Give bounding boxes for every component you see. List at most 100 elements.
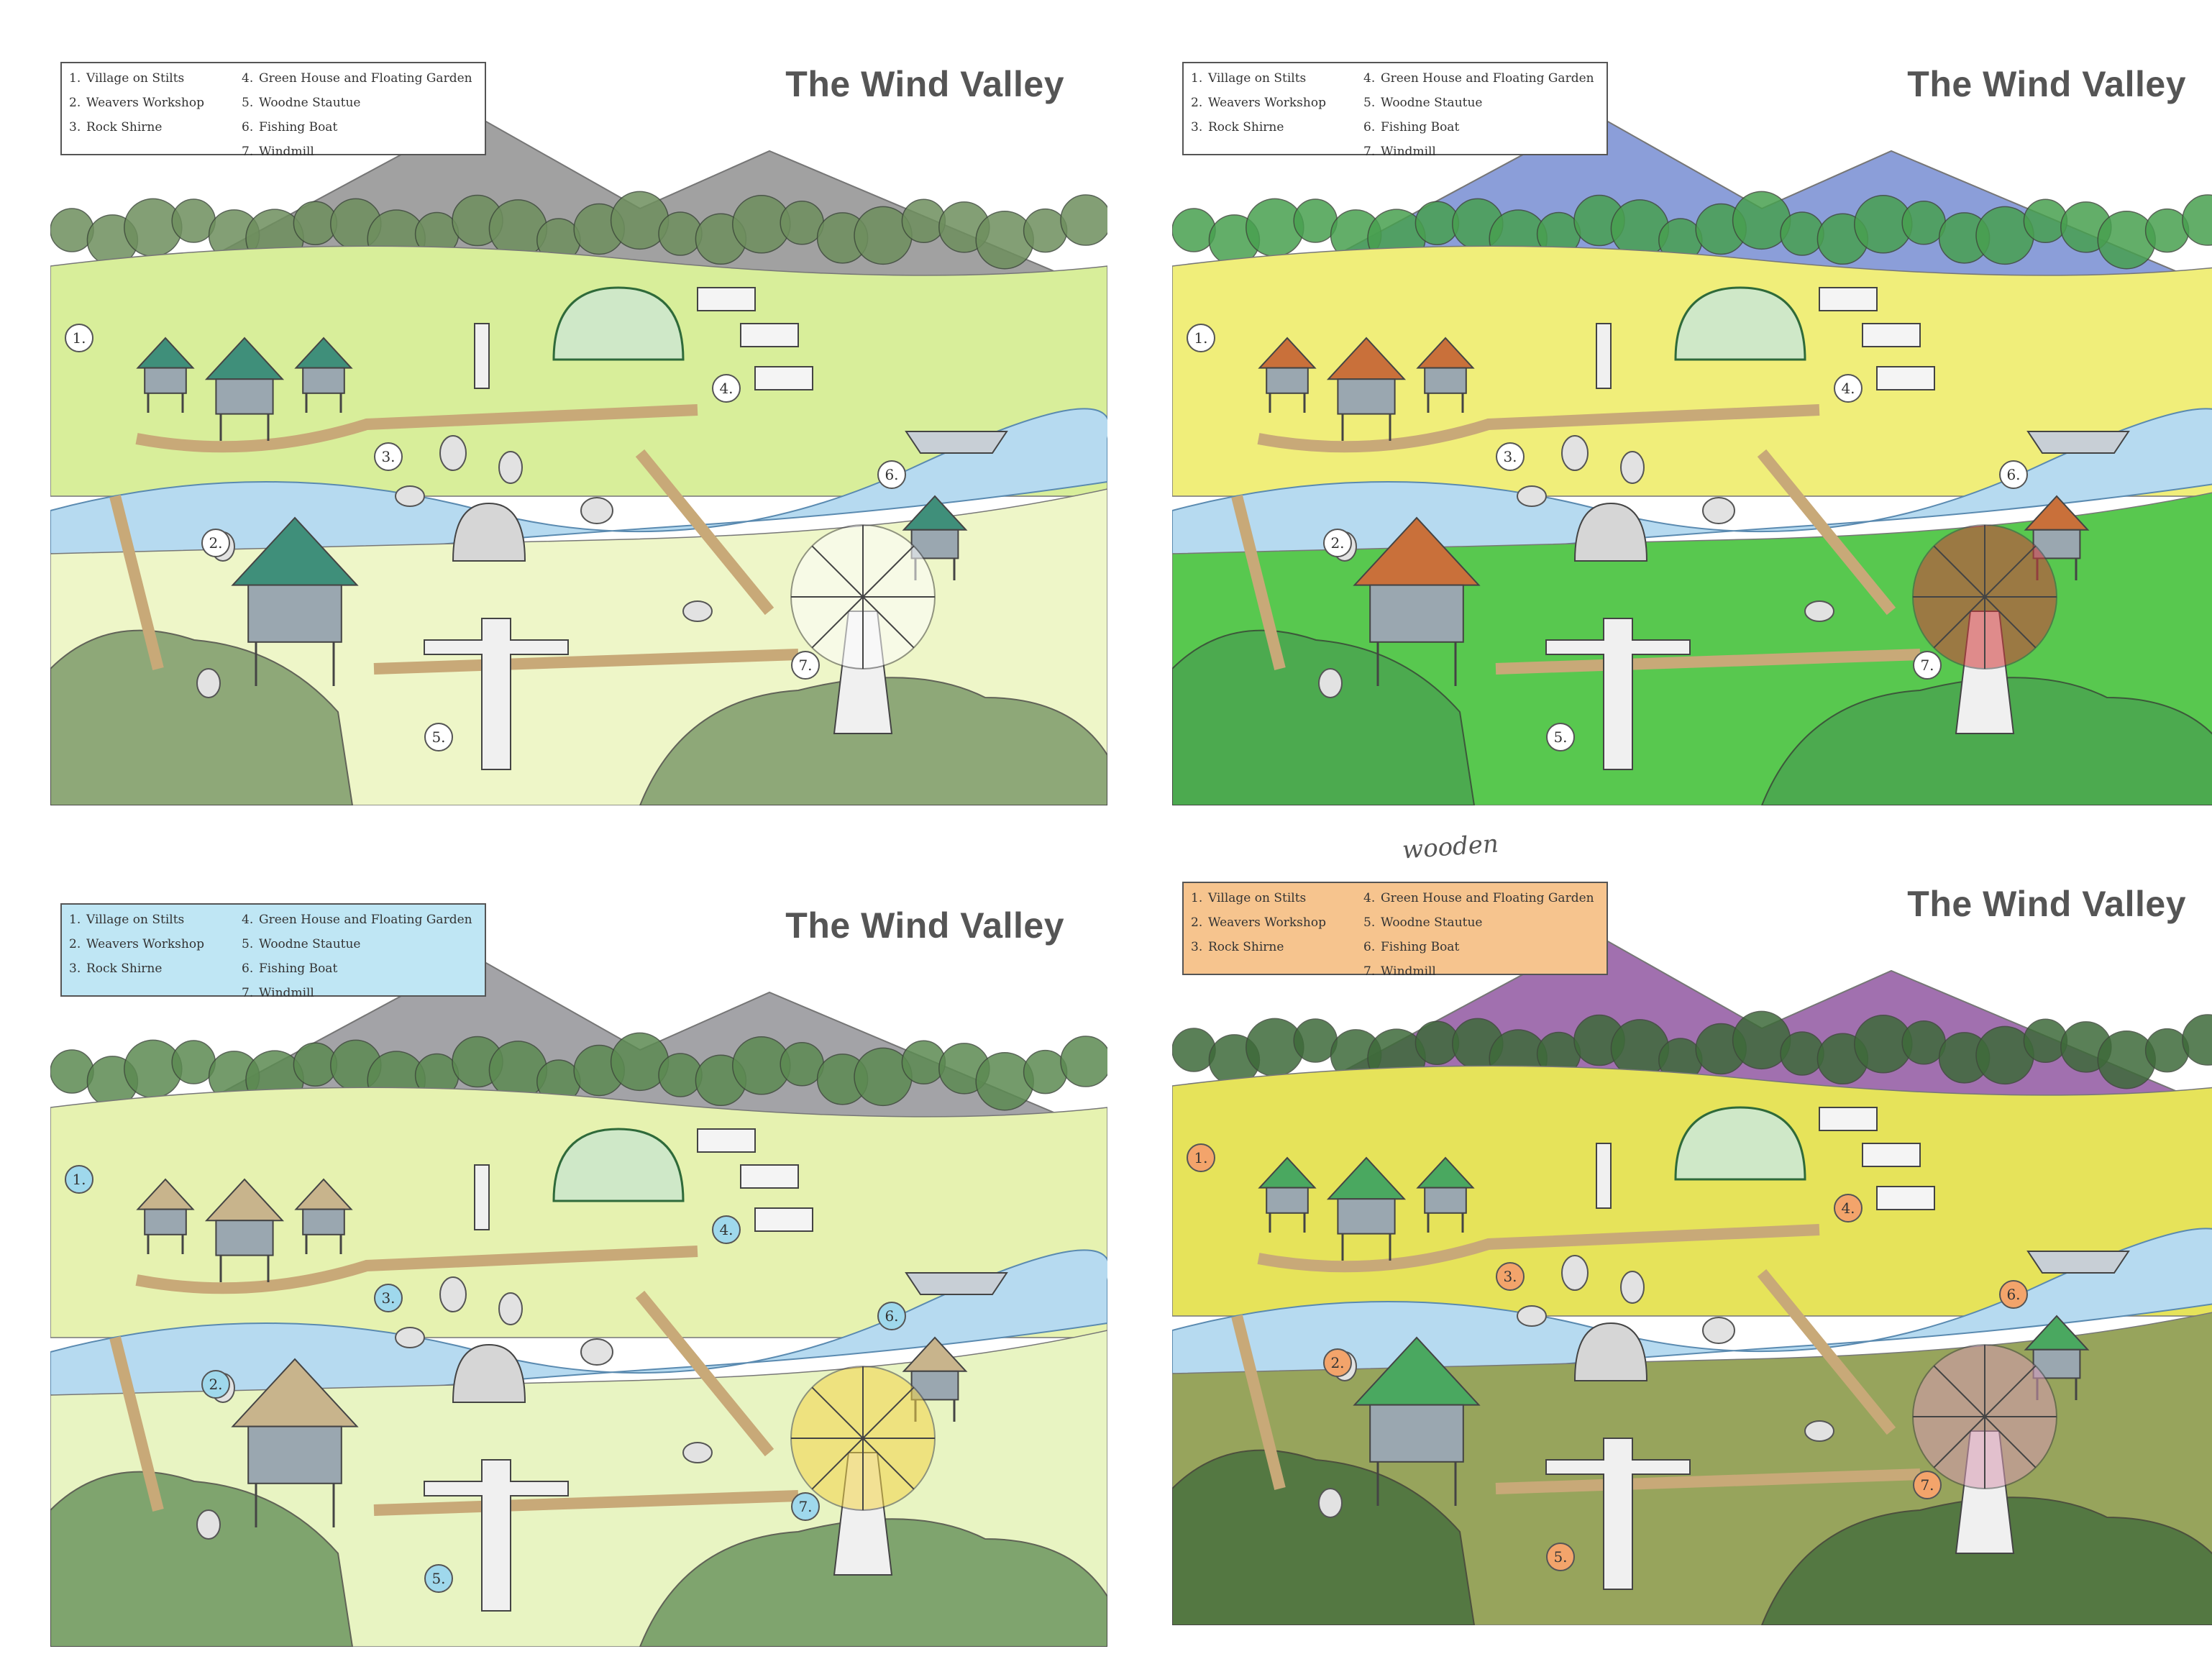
rock-shrine [452, 1343, 526, 1403]
rock [395, 1327, 425, 1348]
legend-label: Village on Stilts [1208, 71, 1307, 86]
legend-item: 3.Rock Shirne [69, 115, 204, 140]
legend-item: 7.Windmill [1363, 140, 1594, 164]
wooden-statue [1545, 1438, 1691, 1590]
wooden-statue-small [1596, 1143, 1612, 1209]
legend-label: Rock Shirne [1208, 120, 1284, 134]
boardwalk-lower [373, 1490, 799, 1516]
legend-item: 5.Woodne Stautue [242, 91, 472, 115]
legend-number: 3. [69, 120, 81, 134]
valley-illustration [1172, 933, 2212, 1625]
legend-number: 4. [242, 71, 254, 86]
legend-number: 6. [242, 961, 254, 976]
rock [1804, 1420, 1834, 1442]
garden-plot [754, 1207, 813, 1232]
legend-label: Windmill [1381, 964, 1436, 979]
boardwalk-upper [135, 1246, 698, 1294]
forest-line [1172, 1010, 2212, 1089]
legend-label: Village on Stilts [1208, 891, 1307, 905]
legend-item: 3.Rock Shirne [1191, 115, 1326, 140]
greenhouse-dome [1674, 286, 1806, 361]
map-marker: 6. [877, 1302, 906, 1330]
boardwalk-bridge [1757, 1269, 1896, 1435]
legend-label: Rock Shirne [86, 961, 163, 976]
fishing-boat [2026, 431, 2130, 454]
legend-number: 2. [1191, 915, 1203, 930]
map-marker: 5. [424, 723, 453, 751]
rock-shrine [1573, 1322, 1648, 1381]
valley-illustration [50, 955, 1107, 1647]
garden-plot [697, 1128, 756, 1153]
rock [682, 1442, 713, 1463]
legend-label: Green House and Floating Garden [259, 913, 472, 927]
map-marker: 3. [374, 1284, 403, 1312]
valley-illustration [50, 114, 1107, 805]
legend-item: 4. Green House and Floating Garden [242, 908, 472, 932]
garden-plot [1876, 1186, 1935, 1210]
rock [1561, 1255, 1589, 1291]
boardwalk-bridge [635, 449, 774, 616]
legend-number: 4. [242, 913, 254, 927]
legend-number: 2. [1191, 96, 1203, 110]
legend-number: 6. [242, 120, 254, 134]
legend-item: 4. Green House and Floating Garden [242, 66, 472, 91]
legend-label: Weavers Workshop [1208, 96, 1326, 110]
rock [1804, 600, 1834, 622]
boardwalk-lower [1495, 649, 1921, 675]
fishing-boat [905, 1272, 1008, 1295]
greenhouse-dome [1674, 1106, 1806, 1181]
map-marker: 2. [1323, 529, 1352, 557]
legend-number: 4. [1363, 71, 1376, 86]
boardwalk-lower [373, 649, 799, 675]
map-marker: 4. [1834, 1194, 1863, 1223]
boardwalk-left [1231, 1315, 1286, 1490]
rock [682, 600, 713, 622]
legend-item: 5.Woodne Stautue [242, 932, 472, 956]
legend-number: 5. [242, 96, 254, 110]
map-marker: 4. [712, 1215, 741, 1244]
legend-number: 1. [1191, 71, 1203, 86]
legend-label: Village on Stilts [86, 71, 185, 86]
weavers-workshop-hut [1353, 516, 1481, 686]
legend-number: 1. [69, 913, 81, 927]
bushes-left [1172, 1449, 1476, 1625]
boardwalk-left [1231, 495, 1286, 670]
rock-shrine [452, 502, 526, 562]
rock [439, 435, 467, 471]
forest-line [50, 1032, 1107, 1111]
legend-number: 6. [1363, 940, 1376, 954]
stilt-hut [1416, 1156, 1475, 1233]
map-marker: 2. [201, 529, 230, 557]
map-marker: 6. [1999, 1280, 2028, 1309]
legend-label: Windmill [1381, 145, 1436, 159]
legend-item: 3.Rock Shirne [1191, 935, 1326, 959]
bushes-right [639, 677, 1107, 805]
map-marker: 7. [791, 1492, 820, 1521]
bushes-right [639, 1518, 1107, 1647]
legend-item: 5.Woodne Stautue [1363, 910, 1594, 935]
garden-plot [697, 287, 756, 311]
rock [1702, 1317, 1735, 1344]
garden-plot [1819, 1107, 1878, 1131]
legend-item: 2. Weavers Workshop [1191, 91, 1326, 115]
legend-item: 6.Fishing Boat [1363, 115, 1594, 140]
legend-number: 3. [69, 961, 81, 976]
boardwalk-left [109, 495, 164, 670]
boardwalk-bridge [1757, 449, 1896, 616]
stilt-hut [1258, 337, 1317, 413]
wooden-statue-small [474, 323, 490, 389]
legend-label: Green House and Floating Garden [259, 71, 472, 86]
stilt-hut [136, 337, 195, 413]
map-title: The Wind Valley [785, 905, 1064, 946]
bushes-right [1760, 677, 2212, 805]
boardwalk-lower [1495, 1468, 1921, 1494]
map-title: The Wind Valley [785, 64, 1064, 104]
map-marker: 3. [1496, 1262, 1525, 1291]
rock [580, 497, 613, 524]
boardwalk-left [109, 1336, 164, 1512]
weavers-workshop-hut [231, 1358, 359, 1527]
map-marker: 4. [712, 374, 741, 403]
rock [196, 1509, 221, 1540]
